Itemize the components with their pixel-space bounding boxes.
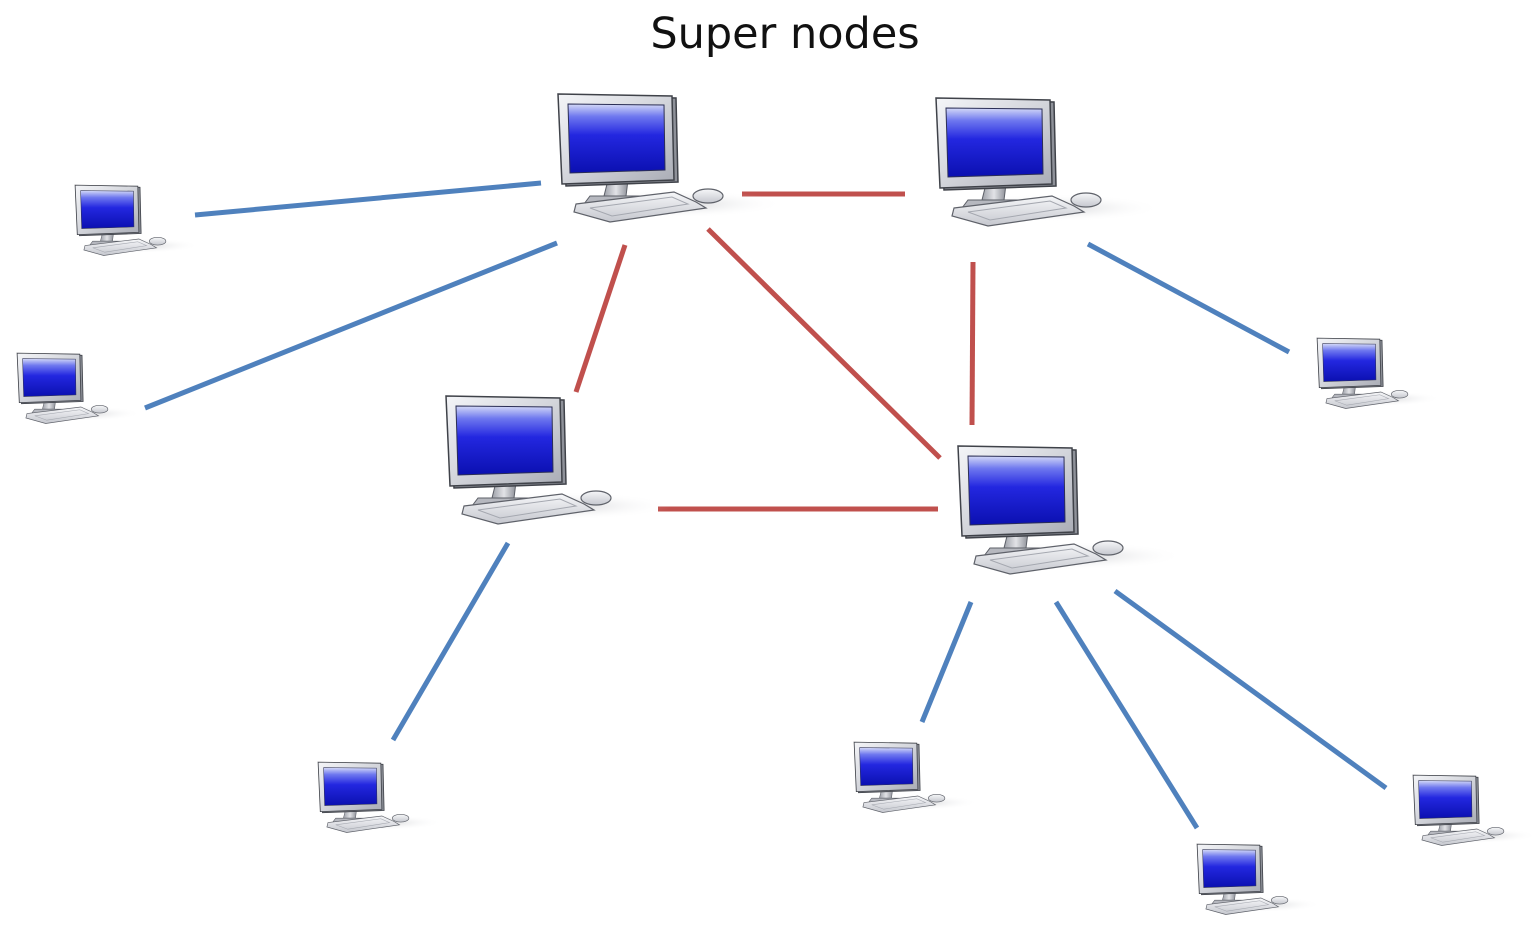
mouse [91, 405, 109, 414]
mouse [928, 794, 946, 803]
monitor-screen [80, 190, 135, 229]
peer-link-super-top-left-to-peer-top-far-left [194, 180, 542, 218]
monitor-screen [567, 103, 666, 174]
peer-computer-icon-peer-right [1316, 337, 1442, 409]
mouse [1070, 192, 1102, 208]
mouse [1487, 827, 1505, 836]
peer-link-super-middle-right-to-peer-bottom-center [919, 601, 974, 723]
super-link-super-top-left-to-super-middle-left [573, 244, 628, 393]
keyboard-keys [34, 409, 90, 421]
keyboard-keys [589, 196, 690, 217]
mouse [580, 490, 612, 506]
monitor-screen [859, 747, 914, 786]
mouse [392, 814, 410, 823]
peer-computer-icon-peer-bottom-left [317, 761, 443, 833]
monitor-screen [945, 107, 1044, 178]
mouse [149, 237, 167, 246]
peer-link-super-middle-right-to-peer-bottom-far-right [1113, 588, 1388, 791]
nodes-layer [16, 93, 1538, 915]
super-node-computer-icon-super-middle-right [957, 445, 1184, 575]
peer-link-super-top-right-to-peer-right [1086, 241, 1291, 355]
monitor-screen [455, 405, 554, 476]
mouse [1092, 540, 1124, 556]
super-node-computer-icon-super-top-left [557, 93, 784, 223]
super-node-computer-icon-super-top-right [935, 97, 1162, 227]
links-layer [144, 180, 1388, 830]
monitor-screen [22, 358, 77, 397]
monitor-screen [967, 455, 1066, 526]
super-link-super-top-left-to-super-middle-right [706, 227, 942, 460]
diagram-title: Super nodes [650, 9, 920, 59]
mouse [1271, 896, 1289, 905]
keyboard-keys [92, 241, 148, 253]
monitor-screen [1418, 780, 1473, 819]
peer-computer-icon-peer-top-far-left [74, 184, 200, 256]
super-link-super-top-right-to-super-middle-right [969, 261, 976, 426]
keyboard-keys [967, 200, 1068, 221]
keyboard-keys [871, 798, 927, 810]
keyboard-keys [1430, 831, 1486, 843]
keyboard-keys [335, 818, 391, 830]
peer-computer-icon-peer-bottom-far-right [1412, 774, 1538, 846]
monitor-screen [1202, 849, 1257, 888]
keyboard-keys [1214, 900, 1270, 912]
peer-link-super-middle-left-to-peer-bottom-left [390, 541, 511, 742]
mouse [692, 188, 724, 204]
keyboard-keys [1334, 394, 1390, 406]
super-node-computer-icon-super-middle-left [445, 395, 672, 525]
peer-computer-icon-peer-bottom-right-low [1196, 843, 1322, 915]
peer-link-super-middle-right-to-peer-bottom-right-low [1053, 600, 1200, 830]
keyboard-keys [989, 548, 1090, 569]
peer-computer-icon-peer-left [16, 352, 142, 424]
keyboard-keys [477, 498, 578, 519]
peer-computer-icon-peer-bottom-center [853, 741, 979, 813]
mouse [1391, 390, 1409, 399]
monitor-screen [1322, 343, 1377, 382]
peer-link-super-top-left-to-peer-left [144, 240, 558, 411]
monitor-screen [323, 767, 378, 806]
